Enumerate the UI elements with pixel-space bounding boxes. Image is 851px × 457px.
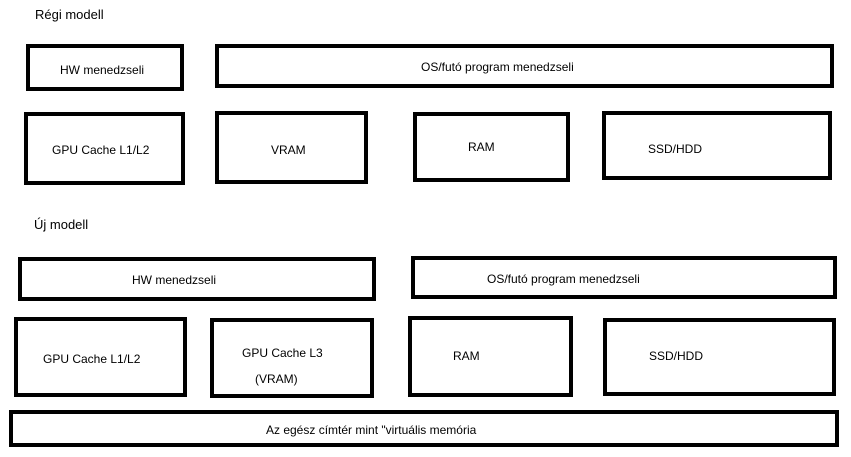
new-storage-box: SSD/HDD — [603, 318, 836, 396]
new-ram-label: RAM — [453, 349, 480, 363]
new-gpu-cache-l3-box: GPU Cache L3 (VRAM) — [210, 318, 374, 398]
old-storage-box: SSD/HDD — [602, 111, 832, 180]
old-os-manager-box: OS/futó program menedzseli — [215, 44, 834, 88]
new-gpu-cache-l3-label: GPU Cache L3 — [242, 346, 323, 360]
old-os-manager-label: OS/futó program menedzseli — [421, 60, 574, 74]
new-gpu-cache-label: GPU Cache L1/L2 — [43, 352, 141, 366]
new-os-manager-label: OS/futó program menedzseli — [487, 272, 640, 286]
new-hw-manager-label: HW menedzseli — [132, 273, 217, 287]
old-hw-manager-box: HW menedzseli — [26, 44, 184, 91]
old-vram-label: VRAM — [271, 143, 306, 157]
old-ram-box: RAM — [413, 112, 570, 182]
new-gpu-cache-box: GPU Cache L1/L2 — [14, 317, 187, 397]
old-ram-label: RAM — [468, 140, 495, 154]
new-ram-box: RAM — [408, 316, 573, 397]
old-gpu-cache-label: GPU Cache L1/L2 — [52, 143, 150, 157]
old-vram-box: VRAM — [215, 111, 368, 184]
new-model-title: Új modell — [34, 217, 89, 232]
new-os-manager-box: OS/futó program menedzseli — [411, 256, 837, 299]
old-model-title: Régi modell — [35, 7, 104, 22]
new-storage-label: SSD/HDD — [649, 349, 704, 363]
old-hw-manager-label: HW menedzseli — [60, 63, 145, 77]
new-gpu-cache-l3-vram-label: (VRAM) — [255, 372, 298, 386]
old-gpu-cache-box: GPU Cache L1/L2 — [24, 112, 185, 185]
old-storage-label: SSD/HDD — [648, 142, 703, 156]
virtual-memory-label: Az egész címtér mint "virtuális memória — [266, 423, 477, 437]
virtual-memory-box: Az egész címtér mint "virtuális memória — [9, 410, 839, 447]
new-hw-manager-box: HW menedzseli — [18, 257, 376, 301]
